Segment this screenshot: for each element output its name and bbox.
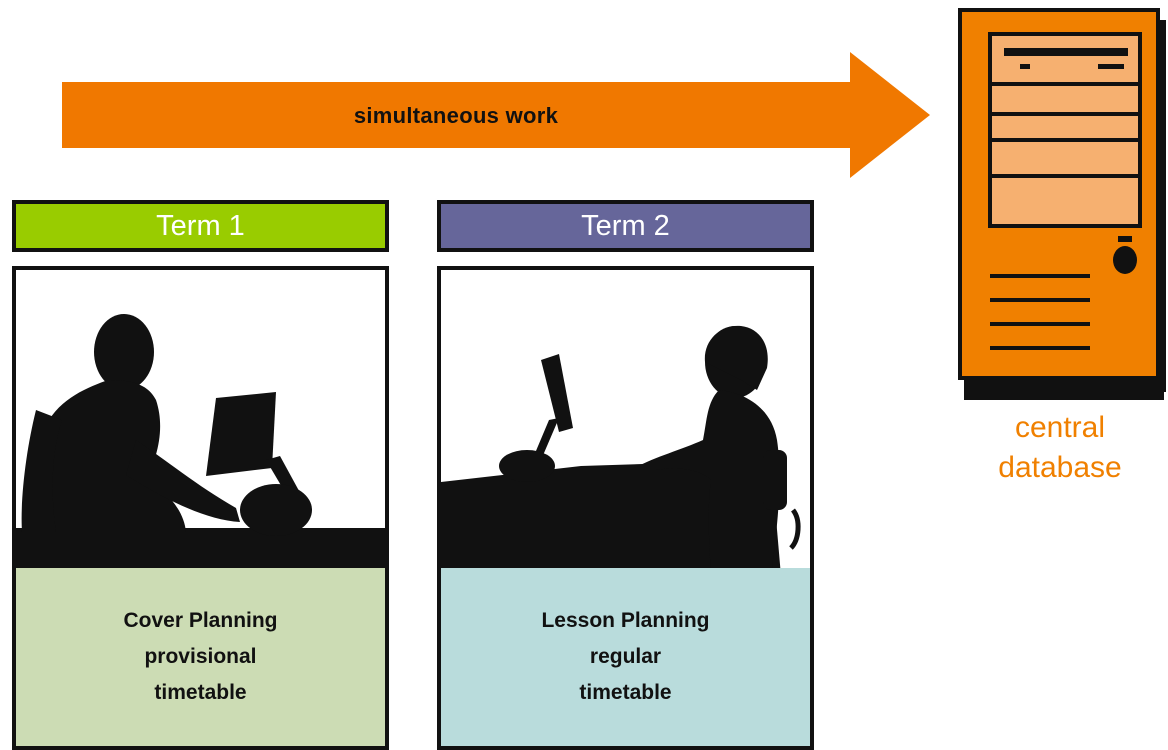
term-1-title: Term 1	[156, 209, 245, 242]
term-2-caption-line-1: Lesson Planning	[541, 609, 710, 632]
woman-at-computer-silhouette	[441, 325, 801, 576]
term-2-caption-line-3: timetable	[579, 681, 672, 704]
server-tower-icon	[958, 8, 1166, 400]
server-label-line-2: database	[998, 451, 1122, 484]
term-1-caption-line-2: provisional	[144, 645, 257, 668]
term-2-title: Term 2	[581, 209, 670, 242]
server-label-line-1: central	[1014, 411, 1106, 444]
server-label: central database	[990, 408, 1130, 488]
simultaneous-work-arrow	[62, 52, 930, 178]
term-1-caption: Cover Planning provisional timetable	[16, 568, 385, 746]
term-1-caption-line-1: Cover Planning	[123, 609, 278, 632]
term-1-header: Term 1	[12, 200, 389, 252]
term-2-caption: Lesson Planning regular timetable	[441, 568, 810, 746]
man-at-computer-silhouette	[16, 314, 385, 576]
term-2-header: Term 2	[437, 200, 814, 252]
arrow-label: simultaneous work	[353, 103, 559, 128]
term-2-panel: Lesson Planning regular timetable	[437, 266, 814, 750]
term-1-caption-line-3: timetable	[154, 681, 247, 704]
term-2-caption-line-2: regular	[589, 645, 662, 668]
term-1-panel: Cover Planning provisional timetable	[12, 266, 389, 750]
